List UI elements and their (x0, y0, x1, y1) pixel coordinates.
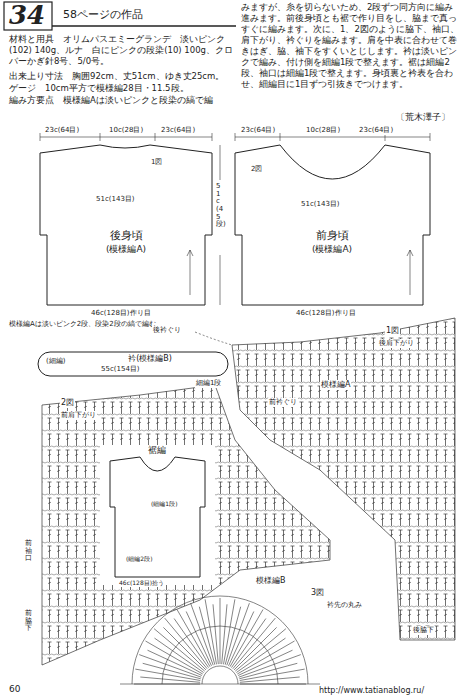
stitch-stroke (135, 669, 200, 680)
garment-piece: 後身頃 (模様編A) (40, 143, 212, 305)
part-name: 前袖口 (24, 540, 33, 563)
stitch-stroke (236, 638, 285, 672)
stitch-stroke (220, 598, 221, 664)
gauge-note: ゲージ 10cm平方で模様編28目・11.5段。 (8, 83, 238, 94)
stitch-stroke (230, 610, 263, 667)
dimension: 23c(64目) (358, 126, 394, 135)
stitch-stroke (134, 684, 200, 685)
method-note: 編み方要点 模様編Aは淡いピンクと段染の縞で編 (8, 95, 238, 106)
stitch-stroke (177, 610, 210, 667)
dimension: 46c(128目)作り目 (90, 309, 152, 318)
dimension: 51c(143目) (300, 200, 341, 209)
stitch-stroke (174, 619, 208, 668)
designer-name: 〔荒木澤子〕 (395, 112, 451, 123)
stitch-stroke (205, 599, 216, 664)
stripe-note: 模様編Aは淡いピンク2段、段染2段の縞で編む (8, 320, 157, 329)
stitch-stroke (227, 603, 250, 665)
piece-outline (40, 143, 212, 305)
figure-ref: 3図 (310, 588, 325, 598)
part-name: 前衿ぐり (268, 398, 298, 407)
method-note: みますが、糸を切らないため、2段ずつ同方向に編み進みます。前後身頃とも裾で作り目… (240, 2, 462, 90)
stitch-stroke (148, 650, 202, 675)
stitch-stroke (240, 669, 305, 680)
part-name: 後脇下 (412, 626, 435, 635)
stitch-stroke (146, 641, 203, 674)
dimension: 46c(128目)作り目 (295, 309, 357, 318)
part-name: 後衿ぐり (152, 326, 182, 335)
piece-outline (235, 143, 430, 305)
dimension: 10c(28目) (108, 126, 144, 135)
stitch-stroke (237, 641, 294, 674)
stitch-stroke (213, 604, 218, 664)
part-name: 後肩下がり (378, 339, 415, 348)
stitch-name: (細編) (45, 357, 66, 366)
page-reference: 58ページの作品 (62, 8, 144, 22)
stitch-stroke (191, 603, 214, 665)
materials-note: 材料と用具 オリムパスエミーグランデ 淡いピンク(102) 140g、ルナ 白に… (8, 34, 238, 67)
dimension: 23c(64目) (160, 126, 196, 135)
stitch-stroke (140, 677, 200, 682)
stitch-name: 模様編A (320, 380, 351, 390)
stitch-stroke (240, 677, 300, 682)
dimension: 23c(64目) (240, 126, 276, 135)
piece-name: 裾編 (148, 445, 166, 456)
garment-piece: 前身頃 (模様編A) (235, 143, 430, 305)
figure-ref: 1図 (385, 326, 400, 336)
piece-name: 衿(模様編B) (128, 354, 172, 364)
dimension: 55c(154目) (100, 365, 141, 374)
stitch-stroke (239, 663, 297, 679)
pattern-number: 34 (8, 0, 46, 30)
part-name: 前肩下がり (60, 411, 97, 420)
page-number: 60 (8, 684, 21, 696)
stitch-stroke (222, 604, 227, 664)
dimension: 23c(64目) (44, 126, 80, 135)
stitch-stroke (240, 684, 306, 685)
stitch-stroke (224, 599, 235, 664)
piece-outline (100, 445, 215, 585)
garment-piece: 裾編 (100, 445, 215, 585)
dimension: 51c(45段) (215, 183, 224, 229)
stitch-name: (模様編A) (106, 244, 146, 255)
stitch-stroke (239, 655, 301, 678)
stitch-name: (模様編A) (312, 244, 352, 255)
dimension: 51c(143目) (95, 195, 136, 204)
stitch-name: 模様編B (255, 576, 287, 586)
figure-ref: 2図 (250, 165, 263, 174)
figure-ref: 2図 (60, 398, 75, 408)
stitch-stroke (229, 612, 254, 666)
part-name: 衿先の丸み (326, 601, 363, 610)
stitch-name: (細編2段) (125, 555, 154, 563)
piece-name: 後身頃 (110, 229, 143, 242)
figure-ref: 1図 (150, 158, 163, 167)
stitch-stroke (139, 655, 201, 678)
stitch-name: 細編1段 (195, 379, 222, 388)
watermark: http://www.tatianablog.ru/ (318, 686, 425, 696)
size-note: 出来上り寸法 胸囲92cm、丈51cm、ゆき丈25cm。 (8, 71, 238, 82)
dimension: 10c(28目) (305, 126, 341, 135)
stitch-name: (細編1段) (150, 500, 179, 508)
dimension: 46c(128目)拾う (118, 579, 165, 587)
part-name: 前脇下 (24, 610, 33, 633)
piece-name: 前身頃 (316, 229, 349, 242)
stitch-stroke (199, 607, 215, 665)
